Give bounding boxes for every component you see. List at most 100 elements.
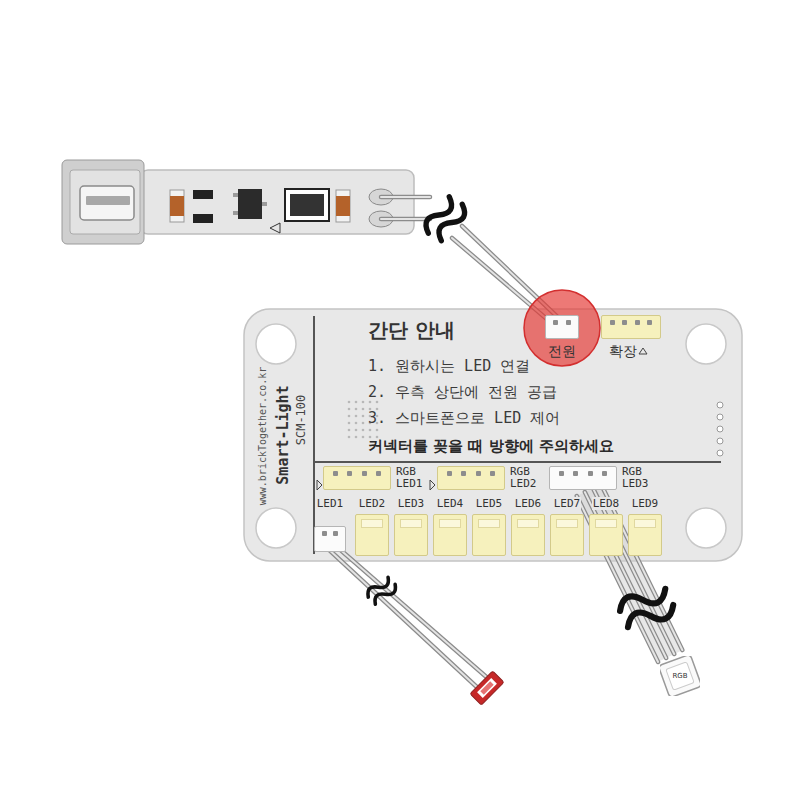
ic-chip bbox=[262, 202, 267, 206]
connector-housing bbox=[545, 315, 579, 339]
connector: LED9 bbox=[628, 497, 662, 556]
speaker-grid bbox=[376, 429, 379, 432]
connector-label: LED2 bbox=[358, 497, 387, 510]
speaker-grid bbox=[355, 415, 358, 418]
connector-label: LED7 bbox=[553, 497, 582, 510]
connector-label: RGB LED3 bbox=[622, 466, 648, 490]
connector: LED6 bbox=[511, 497, 545, 556]
board-body bbox=[244, 309, 742, 561]
ic-chip bbox=[233, 211, 238, 215]
mounting-hole bbox=[686, 508, 726, 548]
diode-symbol bbox=[193, 190, 213, 223]
led-wire bbox=[336, 546, 491, 681]
power-wire bbox=[462, 226, 567, 326]
connector: RGB LED3 bbox=[549, 466, 648, 490]
wire-strand bbox=[593, 488, 674, 654]
led-wire bbox=[325, 546, 480, 690]
connector-slot bbox=[517, 519, 539, 528]
diode-symbol bbox=[193, 190, 213, 199]
connector-housing bbox=[394, 514, 428, 556]
orientation-mark bbox=[639, 348, 647, 354]
power-module bbox=[140, 170, 414, 234]
power-wire bbox=[381, 195, 430, 200]
connector-pin bbox=[588, 471, 593, 476]
wire-break bbox=[422, 193, 469, 244]
connector: RGB LED1 bbox=[323, 466, 422, 490]
connector-slot bbox=[556, 519, 578, 528]
connector-housing bbox=[437, 466, 505, 490]
speaker-grid bbox=[348, 429, 351, 432]
header-hole bbox=[717, 402, 723, 408]
mounting-hole bbox=[686, 324, 726, 364]
header-hole bbox=[717, 438, 723, 444]
connector-label: RGB LED2 bbox=[510, 466, 536, 490]
speaker-grid bbox=[362, 436, 365, 439]
led-case bbox=[660, 656, 700, 696]
product-name: Smart-Light bbox=[274, 385, 292, 484]
connector-pin bbox=[347, 471, 352, 476]
connector-label: LED5 bbox=[475, 497, 504, 510]
power-module bbox=[62, 160, 414, 244]
connector-pin bbox=[476, 471, 481, 476]
wire-break bbox=[624, 597, 677, 635]
connector-housing bbox=[355, 514, 389, 556]
connector: LED4 bbox=[433, 497, 467, 556]
connector-slot bbox=[400, 519, 422, 528]
connector-housing bbox=[549, 466, 617, 490]
connector-housing bbox=[472, 514, 506, 556]
divider-line bbox=[314, 461, 721, 463]
led-wire bbox=[325, 546, 491, 690]
speaker-grid bbox=[376, 401, 379, 404]
power-wire bbox=[452, 238, 555, 326]
connector-pin bbox=[647, 320, 652, 325]
connector-pin bbox=[376, 471, 381, 476]
connector-pin bbox=[573, 471, 578, 476]
wire-break bbox=[365, 574, 392, 601]
connector-pin bbox=[602, 471, 607, 476]
red-led bbox=[470, 671, 504, 705]
connector: LED5 bbox=[472, 497, 506, 556]
diode-symbol bbox=[193, 214, 213, 223]
micro-usb-port bbox=[86, 196, 130, 205]
wire-break bbox=[435, 201, 469, 245]
connector-pin bbox=[566, 320, 571, 325]
connector-pin bbox=[490, 471, 495, 476]
speaker-grid bbox=[355, 401, 358, 404]
wire-break bbox=[616, 581, 677, 636]
solder-pad bbox=[369, 189, 393, 205]
capacitor-symbol bbox=[285, 189, 329, 221]
micro-usb-port bbox=[70, 170, 140, 234]
connector-slot bbox=[595, 519, 617, 528]
connector-slot bbox=[634, 519, 656, 528]
connector-housing bbox=[589, 514, 623, 556]
red-led bbox=[470, 671, 504, 705]
divider-line bbox=[313, 316, 315, 554]
speaker-grid bbox=[348, 422, 351, 425]
resistor-symbol bbox=[336, 190, 350, 222]
speaker-grid bbox=[348, 415, 351, 418]
edge-layer bbox=[577, 484, 683, 662]
speaker-grid bbox=[362, 415, 365, 418]
connector-pin bbox=[622, 320, 627, 325]
speaker-grid bbox=[369, 401, 372, 404]
resistor-symbol bbox=[170, 190, 184, 222]
header-hole bbox=[717, 426, 723, 432]
wire-strand bbox=[593, 488, 674, 654]
connector-slot bbox=[478, 519, 500, 528]
connector-pin bbox=[559, 471, 564, 476]
wire-strand bbox=[601, 484, 682, 650]
wire-strand bbox=[585, 492, 666, 658]
website-text: www.brickTogether.co.kr bbox=[257, 367, 269, 505]
guide-step: 3. 스마트폰으로 LED 제어 bbox=[368, 409, 560, 427]
speaker-grid bbox=[362, 429, 365, 432]
speaker-grid bbox=[348, 436, 351, 439]
text-anchor: 1. 원하시는 LED 연결 bbox=[368, 357, 530, 375]
power-wire bbox=[452, 238, 555, 326]
model-number: SCM-100 bbox=[294, 395, 308, 446]
connector-pin bbox=[322, 531, 327, 536]
header-hole bbox=[717, 414, 723, 420]
led-wire bbox=[325, 546, 480, 690]
text-anchor: 2. 우측 상단에 전원 공급 bbox=[368, 383, 557, 401]
connector-pin bbox=[610, 320, 615, 325]
